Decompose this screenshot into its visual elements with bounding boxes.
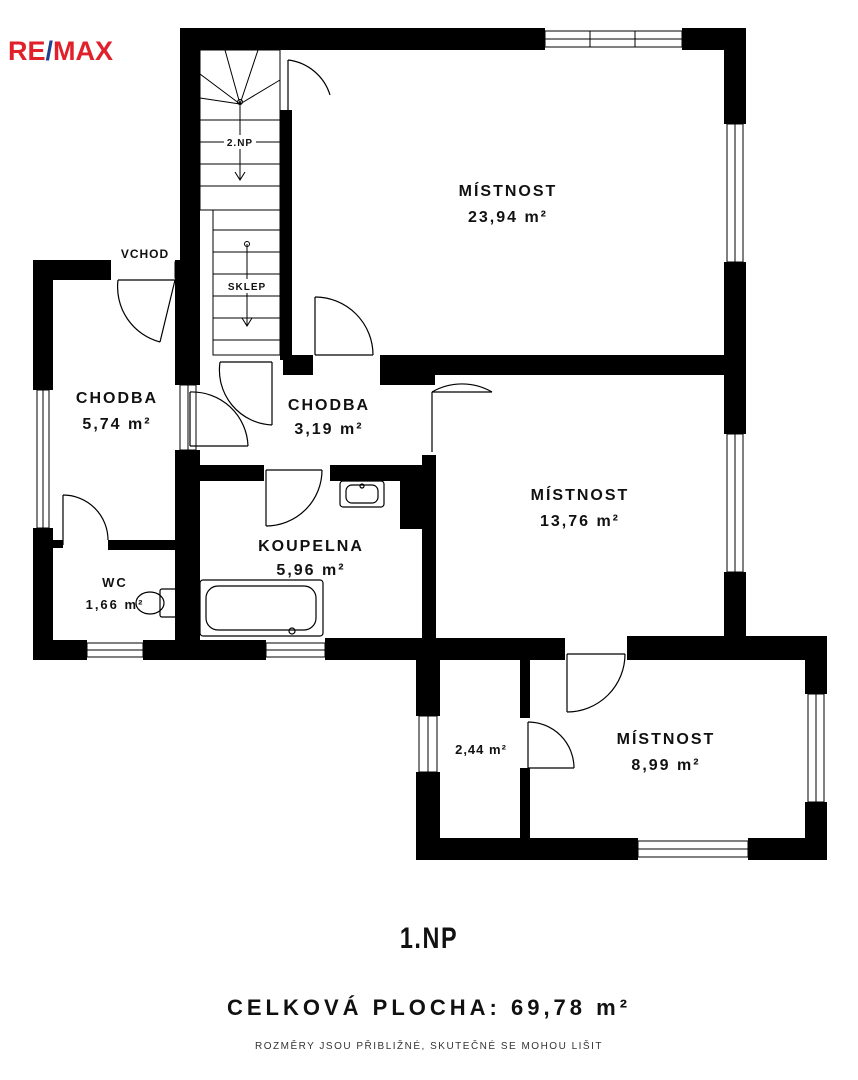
stair-labels: 2.NP SKLEP: [223, 135, 271, 293]
disclaimer-note: ROZMĚRY JSOU PŘIBLIŽNÉ, SKUTEČNÉ SE MOHO…: [255, 1041, 603, 1052]
logo-re: RE: [8, 36, 46, 66]
room-name: MÍSTNOST: [531, 485, 630, 504]
room-wc: WC 1,66 m²: [86, 575, 145, 612]
room-area: 1,66 m²: [86, 597, 145, 612]
room-name: MÍSTNOST: [459, 181, 558, 200]
room-area: 5,74 m²: [82, 416, 151, 433]
logo-max: MAX: [53, 36, 114, 66]
entrance-label: VCHOD: [121, 247, 169, 261]
room-name: CHODBA: [76, 390, 158, 407]
room-bathroom: KOUPELNA 5,96 m²: [258, 538, 364, 579]
room-small: MÍSTNOST 8,99 m²: [617, 729, 716, 774]
room-storage: 2,44 m²: [455, 742, 507, 757]
room-area: 8,99 m²: [631, 757, 700, 774]
stair-up-label: 2.NP: [227, 138, 253, 149]
floor-label: 1.NP: [399, 922, 459, 955]
remax-logo: RE/MAX: [8, 36, 113, 67]
windows: [36, 30, 825, 858]
stair-down-label: SKLEP: [228, 282, 266, 293]
room-name: KOUPELNA: [258, 538, 364, 555]
room-middle: MÍSTNOST 13,76 m²: [531, 485, 630, 530]
room-hall-left: CHODBA 5,74 m²: [76, 390, 158, 433]
room-area: 3,19 m²: [294, 421, 363, 438]
room-main: MÍSTNOST 23,94 m²: [459, 181, 558, 226]
floor-plan: 2.NP SKLEP VCHOD MÍSTNOST 23,94 m² CHODB…: [33, 28, 827, 860]
walls: [33, 28, 827, 860]
room-name: WC: [102, 575, 128, 590]
room-name: CHODBA: [288, 397, 370, 414]
room-hall-center: CHODBA 3,19 m²: [288, 397, 370, 438]
room-area: 2,44 m²: [455, 742, 507, 757]
room-name: MÍSTNOST: [617, 729, 716, 748]
room-area: 13,76 m²: [540, 513, 620, 530]
staircase: [199, 49, 281, 356]
total-area: CELKOVÁ PLOCHA: 69,78 m²: [226, 995, 632, 1020]
fixtures: [135, 480, 385, 637]
doors: [62, 59, 626, 769]
room-area: 5,96 m²: [276, 562, 345, 579]
logo-slash: /: [45, 36, 54, 66]
room-area: 23,94 m²: [468, 209, 548, 226]
